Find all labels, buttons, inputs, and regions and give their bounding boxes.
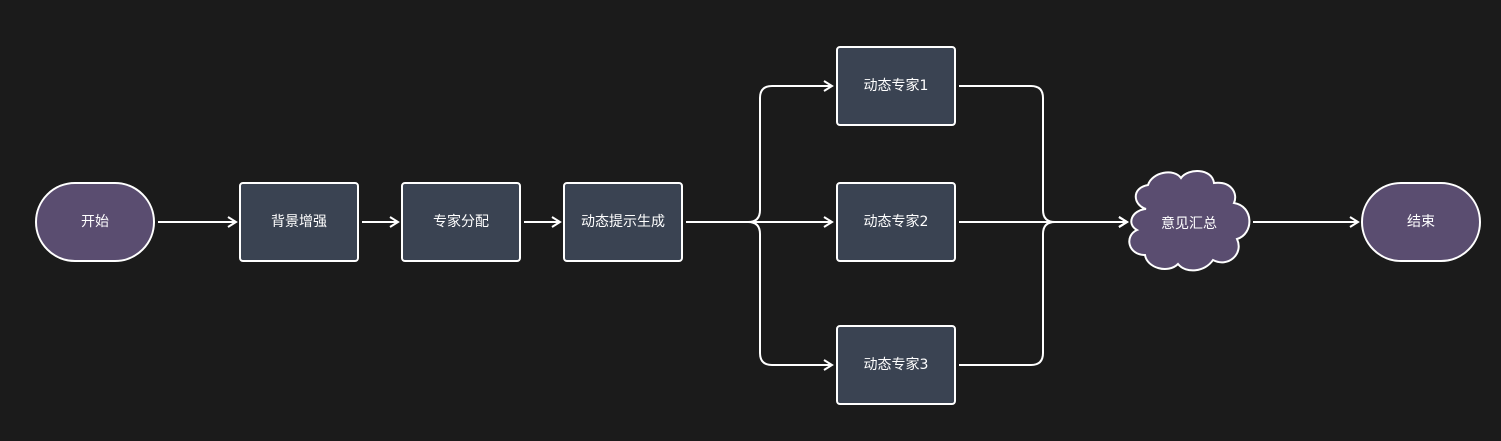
node-expert-1[interactable]: 动态专家1 xyxy=(836,46,956,126)
edge-expert-1-to-summary xyxy=(959,85,1129,228)
edge-expert-3-to-summary xyxy=(959,216,1129,366)
start-label: 开始 xyxy=(81,214,109,230)
expert-2-label: 动态专家2 xyxy=(864,213,929,230)
node-start[interactable]: 开始 xyxy=(35,182,155,262)
end-label: 结束 xyxy=(1407,214,1435,230)
expert-3-box xyxy=(836,325,956,405)
node-opinion-summary[interactable]: 意见汇总 xyxy=(1128,170,1251,272)
edge-prompt-to-expert-3 xyxy=(686,221,834,371)
edges xyxy=(158,80,1360,371)
opinion-summary-label: 意见汇总 xyxy=(1161,215,1217,232)
expert-1-label: 动态专家1 xyxy=(864,77,929,94)
start-terminal-shape xyxy=(35,182,155,262)
expert-1-box xyxy=(836,46,956,126)
end-terminal-shape xyxy=(1361,182,1481,262)
edge-prompt-to-expert-1 xyxy=(686,80,834,223)
dynamic-prompt-label: 动态提示生成 xyxy=(581,214,665,230)
dynamic-prompt-box xyxy=(563,182,683,262)
context-enhance-box xyxy=(239,182,359,262)
node-expert-2[interactable]: 动态专家2 xyxy=(836,182,956,262)
node-context-enhance[interactable]: 背景增强 xyxy=(239,182,359,262)
node-expert-assign[interactable]: 专家分配 xyxy=(401,182,521,262)
expert-2-box xyxy=(836,182,956,262)
expert-assign-label: 专家分配 xyxy=(433,213,489,230)
node-end[interactable]: 结束 xyxy=(1361,182,1481,262)
expert-3-label: 动态专家3 xyxy=(864,356,929,373)
node-dynamic-prompt[interactable]: 动态提示生成 xyxy=(563,182,683,262)
context-enhance-label: 背景增强 xyxy=(271,214,327,230)
expert-assign-box xyxy=(401,182,521,262)
node-expert-3[interactable]: 动态专家3 xyxy=(836,325,956,405)
opinion-summary-cloud-shape xyxy=(1128,170,1251,272)
